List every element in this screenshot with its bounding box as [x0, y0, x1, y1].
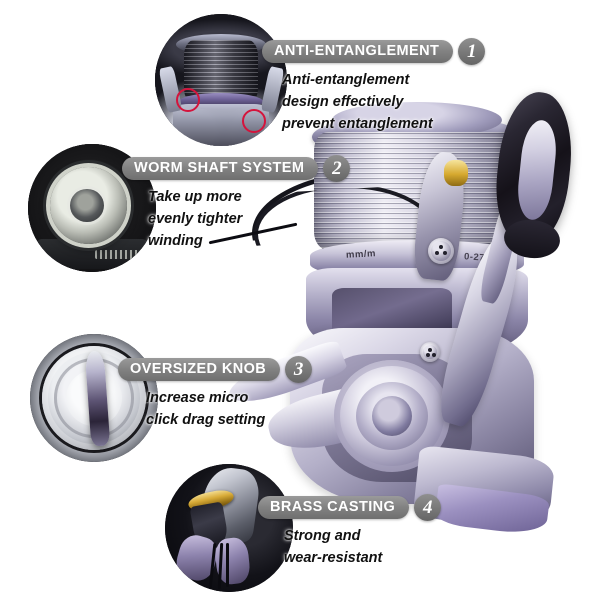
feature-1-line-1: Anti-entanglement: [282, 72, 410, 88]
product-image-spinning-reel: mm/m 0-27: [208, 88, 600, 562]
feature-2-line-3: winding: [148, 233, 203, 250]
feature-inset-4-photo: [165, 464, 293, 592]
feature-4-badge: 4: [414, 494, 442, 521]
feature-2-line-2: evenly tighter: [148, 211, 243, 228]
feature-callout-3: OVERSIZED KNOB 3 Increase micro click dr…: [118, 356, 313, 431]
line-roller-brass: [444, 160, 468, 186]
body-screw: [420, 342, 440, 362]
feature-2-line-1: Take up more: [148, 189, 242, 205]
feature-4-description: Strong and wear-resistant: [284, 525, 441, 569]
feature-3-badge: 3: [285, 356, 313, 383]
feature-1-line-2: design effectively: [282, 94, 404, 111]
feature-inset-1-photo: [155, 14, 287, 146]
feature-callout-2: WORM SHAFT SYSTEM 2 Take up more evenly …: [122, 155, 351, 252]
feature-1-line-3: prevent entanglement: [282, 116, 433, 133]
feature-4-line-1: Strong and: [284, 528, 361, 544]
feature-inset-3-photo: [30, 334, 158, 462]
highlight-circle-left: [176, 87, 201, 112]
feature-3-description: Increase micro click drag setting: [146, 387, 312, 431]
rotor-core: [372, 396, 412, 436]
feature-3-line-1: Increase micro: [146, 390, 249, 406]
feature-1-description: Anti-entanglement design effectively pre…: [282, 69, 485, 135]
highlight-circle-right: [242, 109, 267, 134]
feature-1-badge: 1: [458, 38, 486, 65]
bail-arm-screw: [428, 238, 454, 264]
feature-3-title: OVERSIZED KNOB: [118, 357, 281, 382]
feature-callout-4: BRASS CASTING 4 Strong and wear-resistan…: [258, 494, 442, 569]
feature-2-description: Take up more evenly tighter winding: [148, 186, 350, 252]
feature-2-title: WORM SHAFT SYSTEM: [122, 156, 319, 181]
feature-4-title: BRASS CASTING: [258, 495, 410, 520]
feature-2-badge: 2: [323, 155, 351, 182]
feature-1-title: ANTI-ENTANGLEMENT: [262, 39, 454, 64]
feature-4-line-2: wear-resistant: [284, 550, 383, 567]
feature-3-line-2: click drag setting: [146, 412, 266, 429]
feature-callout-1: ANTI-ENTANGLEMENT 1 Anti-entanglement de…: [262, 38, 486, 135]
